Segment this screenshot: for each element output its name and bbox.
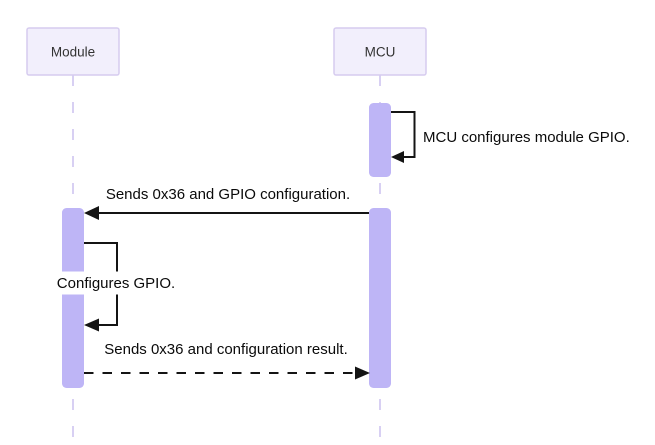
activation-bar-mcu-2 — [369, 208, 391, 388]
self-message-arrowhead-module — [84, 318, 99, 332]
self-message-label-mcu: MCU configures module GPIO. — [423, 129, 630, 146]
self-message-line-mcu — [391, 111, 416, 158]
message-label-gpio-config: Sends 0x36 and GPIO configuration. — [106, 186, 350, 203]
participant-box-mcu — [333, 27, 427, 76]
self-message-arrowhead-mcu — [391, 151, 404, 163]
self-message-label-module: Configures GPIO. — [57, 275, 175, 292]
participant-box-module — [26, 27, 120, 76]
message-arrowhead-config-result — [355, 366, 370, 380]
activation-bar-module — [62, 208, 84, 388]
message-label-config-result: Sends 0x36 and configuration result. — [104, 341, 348, 358]
participant-label-mcu: MCU — [365, 45, 396, 60]
participant-label-module: Module — [51, 45, 95, 60]
self-message-label-background — [54, 271, 178, 295]
message-arrowhead-gpio-config — [84, 206, 99, 220]
activation-bar-mcu-1 — [369, 103, 391, 177]
